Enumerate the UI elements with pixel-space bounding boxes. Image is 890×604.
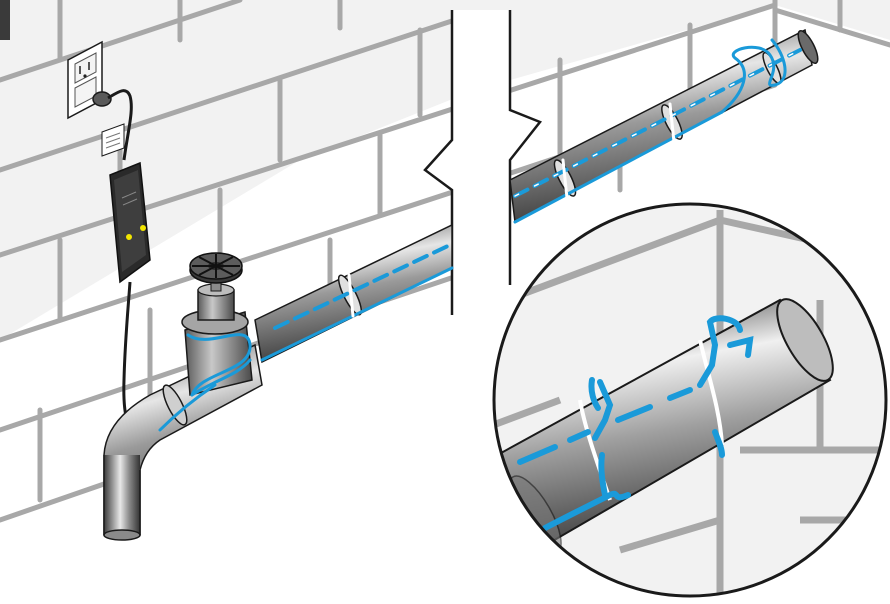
gfci-plug-icon — [92, 89, 151, 442]
heat-cable — [158, 38, 802, 432]
water-pipe — [103, 28, 819, 541]
valve-handwheel-icon — [189, 252, 243, 284]
gate-valve — [181, 274, 253, 396]
corner-tab — [0, 0, 10, 40]
